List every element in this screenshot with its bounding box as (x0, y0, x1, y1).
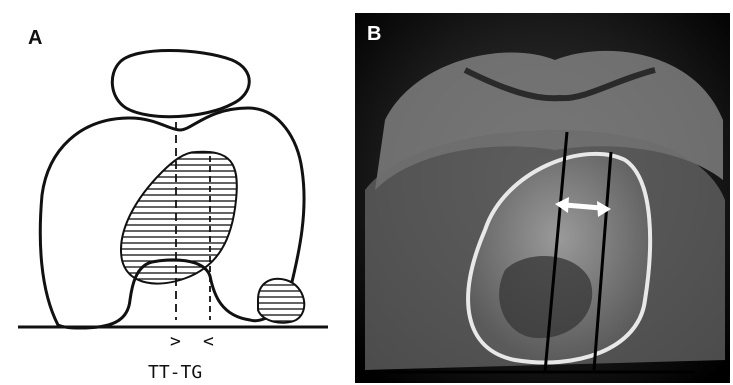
trochlear-hatched-region (121, 152, 237, 284)
panel-b-label: B (367, 23, 381, 45)
tibial-tubercle-hatched (258, 279, 304, 323)
panel-a-schematic: A > < TT-TG (0, 0, 340, 385)
right-arrow-marker: < (203, 331, 214, 352)
schematic-figure: A > < TT-TG (0, 0, 340, 385)
ct-scan-figure: B (355, 0, 733, 385)
panel-b-ct-image: B (355, 0, 733, 385)
patella-outline (112, 51, 249, 117)
tt-tg-caption: TT-TG (148, 362, 202, 383)
panel-a-label: A (28, 27, 42, 49)
left-arrow-marker: > (170, 331, 181, 352)
